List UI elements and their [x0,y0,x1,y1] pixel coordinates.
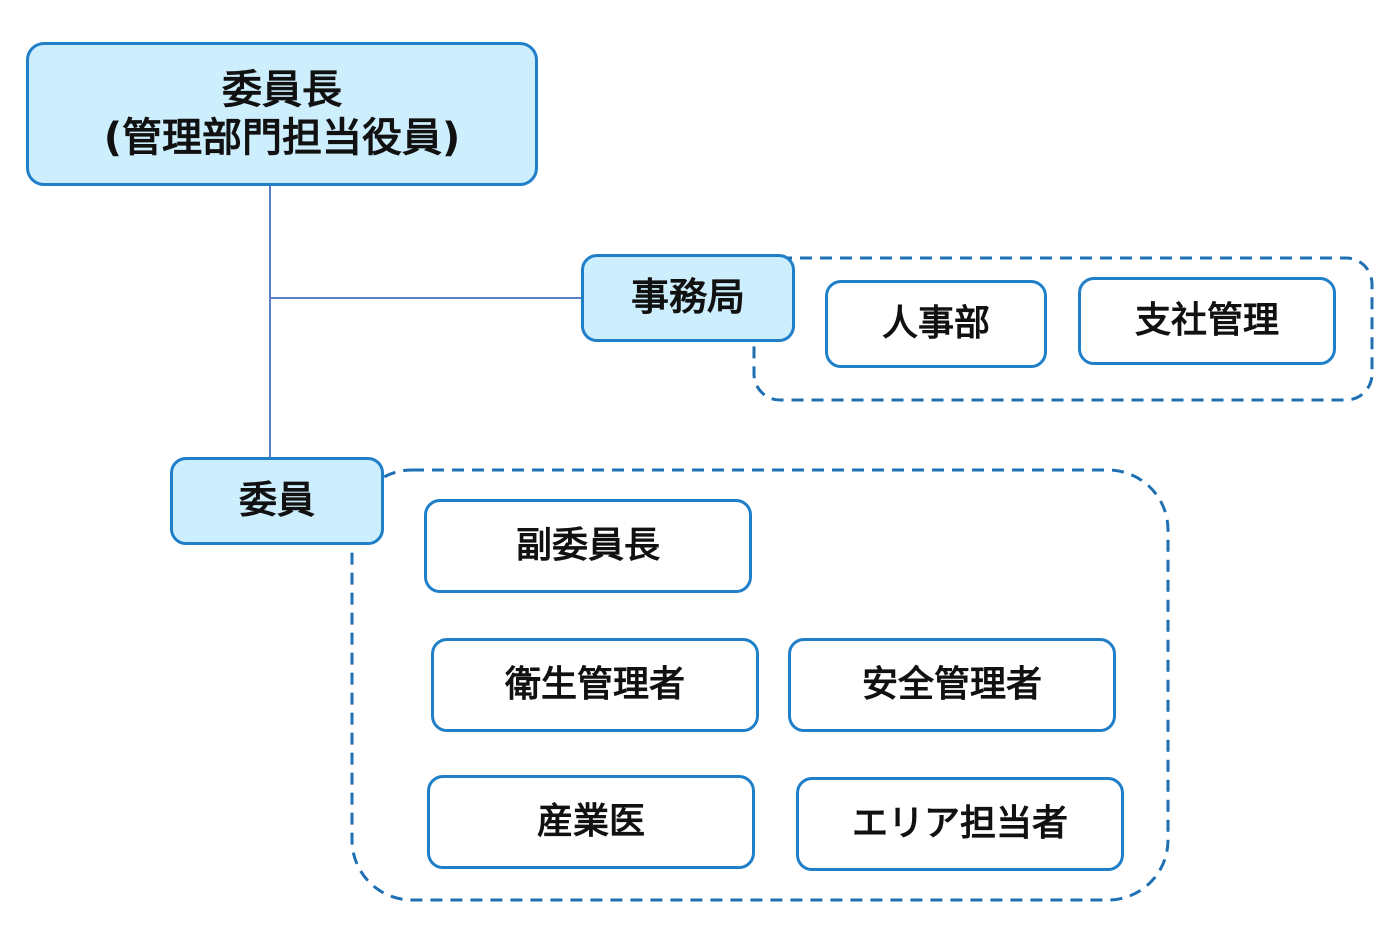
committee-member-label: エリア担当者 [851,803,1068,845]
committee-member-box: 産業医 [427,775,755,869]
secretariat-member-label: 人事部 [881,303,990,345]
secretariat-box: 事務局 [581,254,795,342]
secretariat-member-box: 支社管理 [1078,277,1336,365]
committee-member-label: 安全管理者 [861,664,1042,706]
committee-member-box: 衛生管理者 [431,638,759,732]
committee-member-box: エリア担当者 [796,777,1124,871]
secretariat-member-box: 人事部 [825,280,1047,368]
committee-group-outline [350,468,1170,902]
vice-chair-label: 副委員長 [515,525,660,567]
committee-box: 委員 [170,457,384,545]
chair-title: 委員長 [222,67,342,113]
vice-chair-box: 副委員長 [424,499,752,593]
secretariat-member-label: 支社管理 [1134,300,1279,342]
committee-label: 委員 [238,478,315,523]
committee-member-label: 産業医 [536,801,645,843]
committee-member-label: 衛生管理者 [504,664,685,706]
chair-subtitle: (管理部門担当役員) [103,115,461,161]
committee-member-box: 安全管理者 [788,638,1116,732]
secretariat-label: 事務局 [630,275,745,320]
chair-box: 委員長 (管理部門担当役員) [26,42,538,186]
